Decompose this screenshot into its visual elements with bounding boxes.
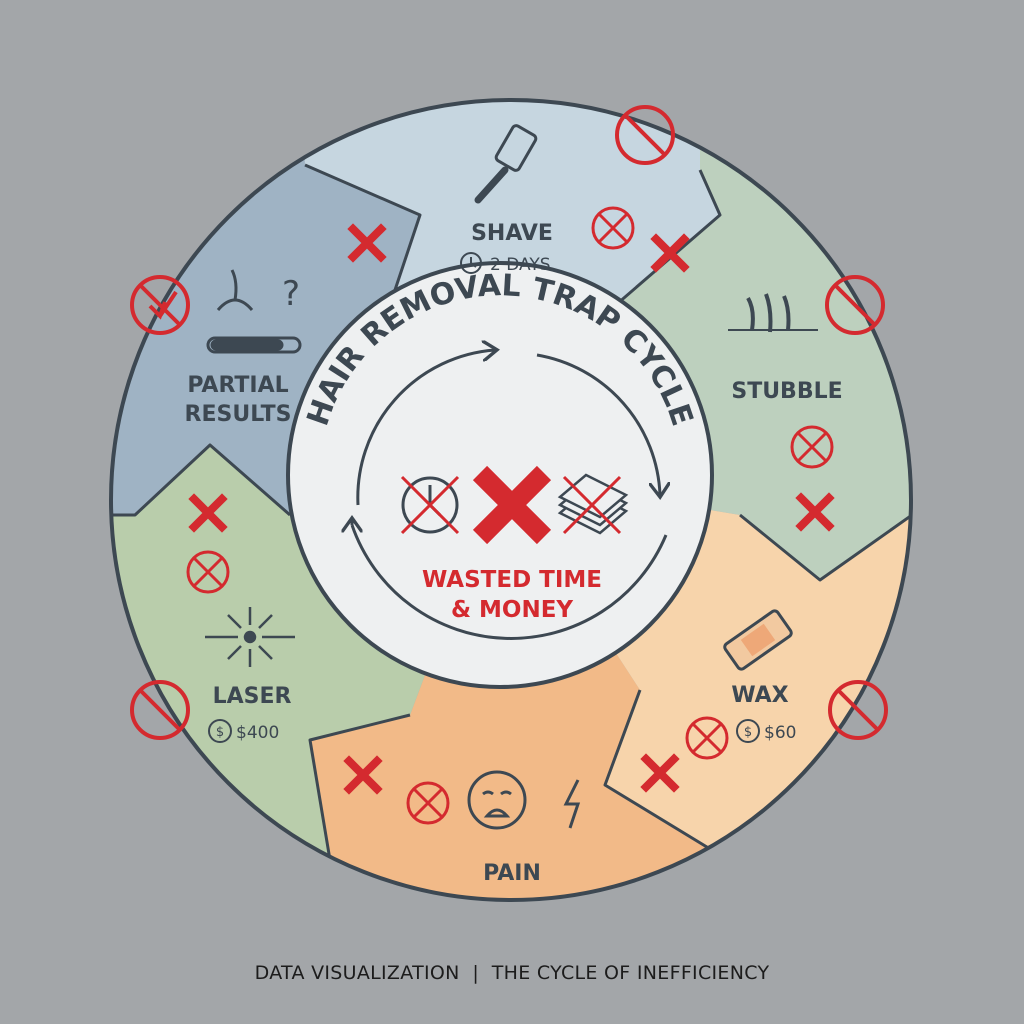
razor-icon (474, 124, 538, 204)
wax-label: WAX (731, 683, 788, 708)
big-x-icon (472, 465, 552, 545)
check-icon (148, 290, 178, 320)
stubble-label: STUBBLE (731, 379, 842, 404)
money-crossed-icon (557, 473, 629, 535)
svg-text:$: $ (744, 725, 752, 740)
laser-label: LASER (213, 684, 292, 709)
hair-question-icon (206, 269, 302, 354)
partial-label-1: PARTIAL (187, 373, 288, 398)
center-text-line2: & MONEY (451, 597, 573, 623)
cycle-arrows (350, 350, 666, 640)
wax-strip-icon (723, 609, 793, 671)
dollar-icon: $ (208, 719, 232, 743)
clock-crossed-icon (400, 475, 460, 535)
footer-caption: DATA VISUALIZATION | THE CYCLE OF INEFFI… (254, 962, 770, 984)
stubble-hair-icon (728, 293, 818, 333)
inner-circle (286, 261, 714, 689)
shave-detail: 2 DAYS (490, 255, 551, 275)
crying-face-icon (467, 770, 527, 830)
svg-text:$: $ (216, 725, 224, 740)
laser-burst-icon (205, 607, 295, 667)
center-text-line1: WASTED TIME (422, 567, 602, 593)
partial-label-2: RESULTS (185, 402, 292, 427)
outer-ring (109, 98, 913, 902)
segment-borders (111, 163, 911, 861)
shave-label: SHAVE (471, 221, 553, 246)
lightning-icon (563, 779, 581, 829)
pain-label: PAIN (483, 861, 541, 886)
question-mark-icon: ? (282, 274, 300, 314)
dollar-icon: $ (736, 719, 760, 743)
clock-icon (460, 252, 482, 274)
wax-detail: $60 (764, 723, 796, 743)
laser-detail: $400 (236, 723, 279, 743)
